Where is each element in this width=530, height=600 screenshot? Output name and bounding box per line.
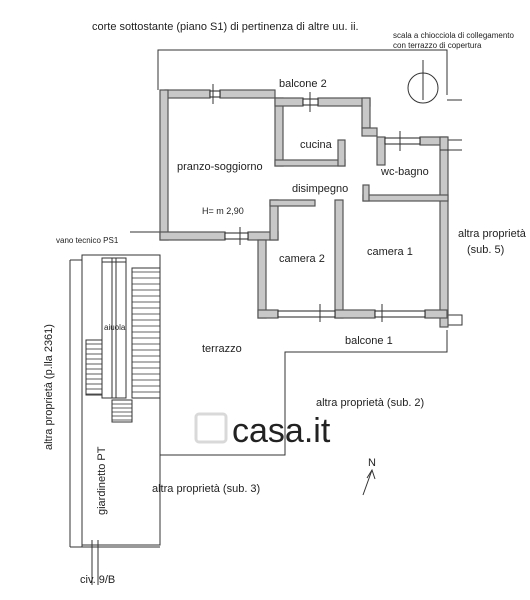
main-staircase bbox=[85, 267, 161, 423]
label-north: N bbox=[368, 457, 376, 469]
labels: corte sottostante (piano S1) di pertinen… bbox=[43, 21, 527, 586]
label-sub5-2: (sub. 5) bbox=[467, 244, 504, 256]
spiral-staircase bbox=[407, 60, 439, 104]
label-camera2: camera 2 bbox=[279, 253, 325, 265]
balcony2-railing bbox=[157, 49, 448, 95]
arrow-head-icon bbox=[366, 468, 376, 480]
watermark: casa.it bbox=[194, 412, 331, 450]
label-balcone2: balcone 2 bbox=[279, 78, 327, 90]
label-altezza: H= m 2,90 bbox=[202, 206, 244, 216]
label-vano-tecnico: vano tecnico PS1 bbox=[56, 236, 119, 245]
small-stair-steps bbox=[86, 343, 102, 395]
label-sub2: altra proprietà (sub. 2) bbox=[316, 397, 424, 409]
technical-room bbox=[81, 254, 161, 546]
windows bbox=[209, 84, 455, 322]
label-cucina: cucina bbox=[300, 139, 333, 151]
window bbox=[374, 310, 426, 318]
label-civ: civ. 9/B bbox=[80, 574, 115, 586]
small-stair bbox=[85, 339, 103, 396]
watermark-text: casa.it bbox=[232, 412, 331, 450]
label-sub3: altra proprietà (sub. 3) bbox=[152, 483, 260, 495]
aiuola-box bbox=[101, 257, 127, 399]
window bbox=[384, 137, 421, 145]
walls bbox=[159, 89, 449, 328]
label-scala-1: scala a chiocciola di collegamento bbox=[393, 31, 515, 40]
label-scala-2: con terrazzo di copertura bbox=[393, 41, 482, 50]
window bbox=[224, 232, 249, 240]
window bbox=[209, 90, 221, 98]
label-giardinetto: giardinetto PT bbox=[96, 446, 108, 515]
label-sub5-1: altra proprietà bbox=[458, 228, 527, 240]
label-camera1: camera 1 bbox=[367, 246, 413, 258]
label-balcone1: balcone 1 bbox=[345, 335, 393, 347]
label-disimpegno: disimpegno bbox=[292, 183, 348, 195]
north-arrow bbox=[362, 468, 376, 496]
label-altra-pla: altra proprietà (p.lla 2361) bbox=[43, 324, 55, 450]
label-wc: wc-bagno bbox=[380, 166, 429, 178]
label-pranzo: pranzo-soggiorno bbox=[177, 161, 263, 173]
stair-steps bbox=[132, 271, 160, 393]
watermark-house-icon bbox=[194, 412, 228, 444]
label-terrazzo: terrazzo bbox=[202, 343, 242, 355]
label-corte: corte sottostante (piano S1) di pertinen… bbox=[92, 21, 359, 33]
window bbox=[277, 310, 336, 318]
stair-landing bbox=[111, 399, 133, 423]
label-aiuola: aiuola bbox=[104, 323, 126, 332]
